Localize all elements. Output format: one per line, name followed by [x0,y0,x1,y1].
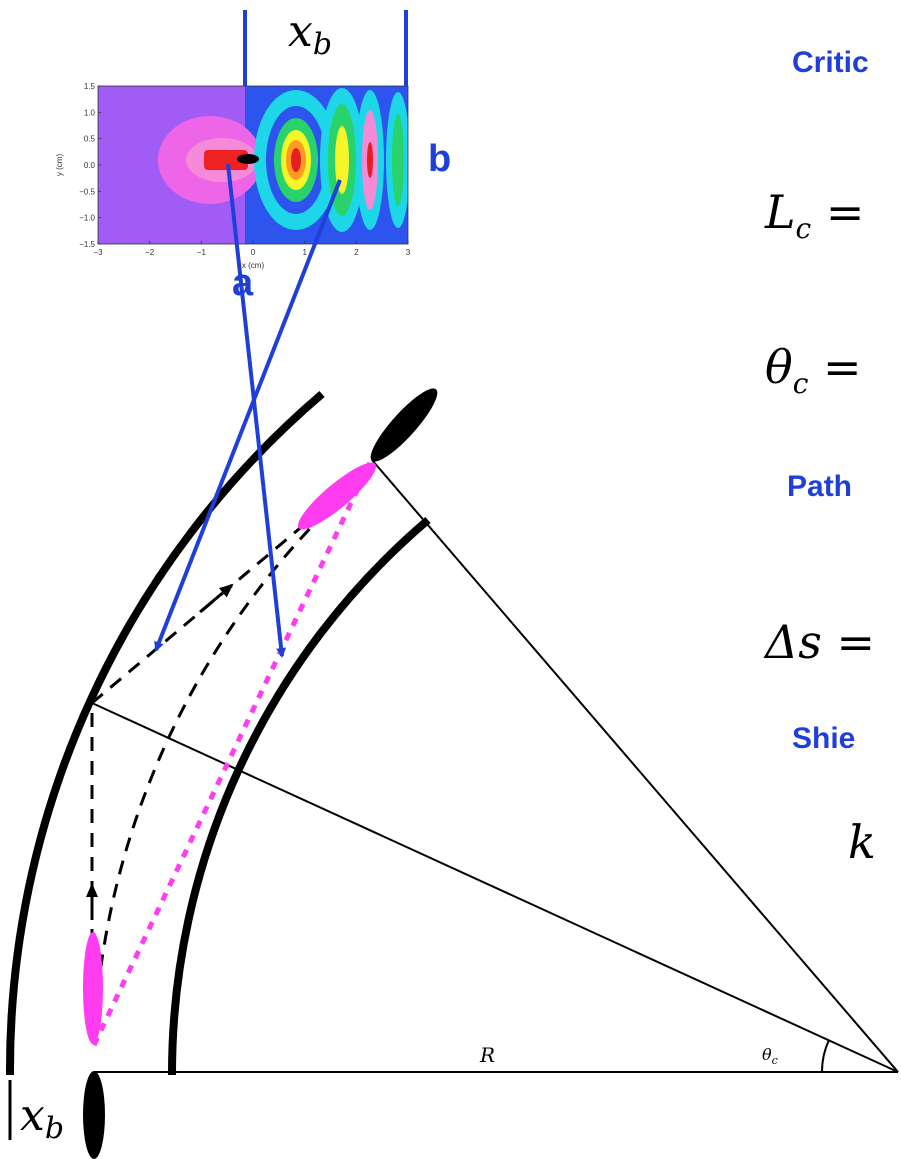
inset-ytick-label: −1.0 [79,214,95,223]
blue-arrow-b [154,179,342,652]
heading-path: Path [787,470,853,503]
inset-ytick-label: −0.5 [79,187,95,196]
xb-bottom-label: xb [20,1090,65,1146]
outer-wall [5,390,325,1076]
black-bunch-end [370,388,438,462]
heading-shielding: Shie [792,722,856,755]
inset-ytick-label: 1.5 [84,82,96,91]
inset-xlabel: x (cm) [242,261,265,270]
inset-xtick-label: 0 [251,248,256,257]
equation-lc: Lc = [765,185,865,246]
label-a: a [232,262,254,304]
angle-arc [820,1039,830,1073]
radial-lines [91,459,899,1073]
xb-top-label: xb [288,6,333,62]
equation-ds: Δs = [765,615,875,669]
black-bunch-start [83,1071,105,1159]
wake-contours [254,88,408,232]
inset-ytick-label: 0.5 [84,135,96,144]
equation-theta: θc = [765,340,862,401]
path-arrow-2 [199,583,234,614]
inset-beam [237,154,259,164]
inset-xtick-label: −2 [145,248,155,257]
inset-xtick-label: −1 [197,248,207,257]
magenta-bunch-start [83,932,103,1044]
label-b: b [428,138,452,180]
blue-arrow-a [226,163,287,658]
inset-plot: −3 −2 −1 0 1 2 3 1.5 1.0 0.5 0.0 −0.5 −1.0 −1.5 x (c… [55,82,411,270]
xb-bracket-top [243,10,408,86]
inset-xtick-label: 2 [354,248,359,257]
inset-ytick-label: 1.0 [84,108,96,117]
magenta-chord [91,461,373,1047]
straight-path [90,474,363,1015]
inset-xtick-label: 1 [302,248,307,257]
inset-yticks: 1.5 1.0 0.5 0.0 −0.5 −1.0 −1.5 [79,82,101,249]
angle-label: θc [762,1045,778,1067]
inset-ytick-label: −1.5 [79,240,95,249]
inset-xtick-label: −3 [93,248,103,257]
equation-k: k [848,815,876,869]
magenta-bunch-end [297,462,377,530]
inset-ylabel: y (cm) [55,154,64,177]
inset-ytick-label: 0.0 [84,161,96,170]
radius-label: R [479,1043,495,1067]
curved-trajectory [92,518,320,1041]
heading-critical: Critic [792,46,869,79]
inset-xtick-label: 3 [406,248,411,257]
inset-xticks: −3 −2 −1 0 1 2 3 [93,241,411,257]
